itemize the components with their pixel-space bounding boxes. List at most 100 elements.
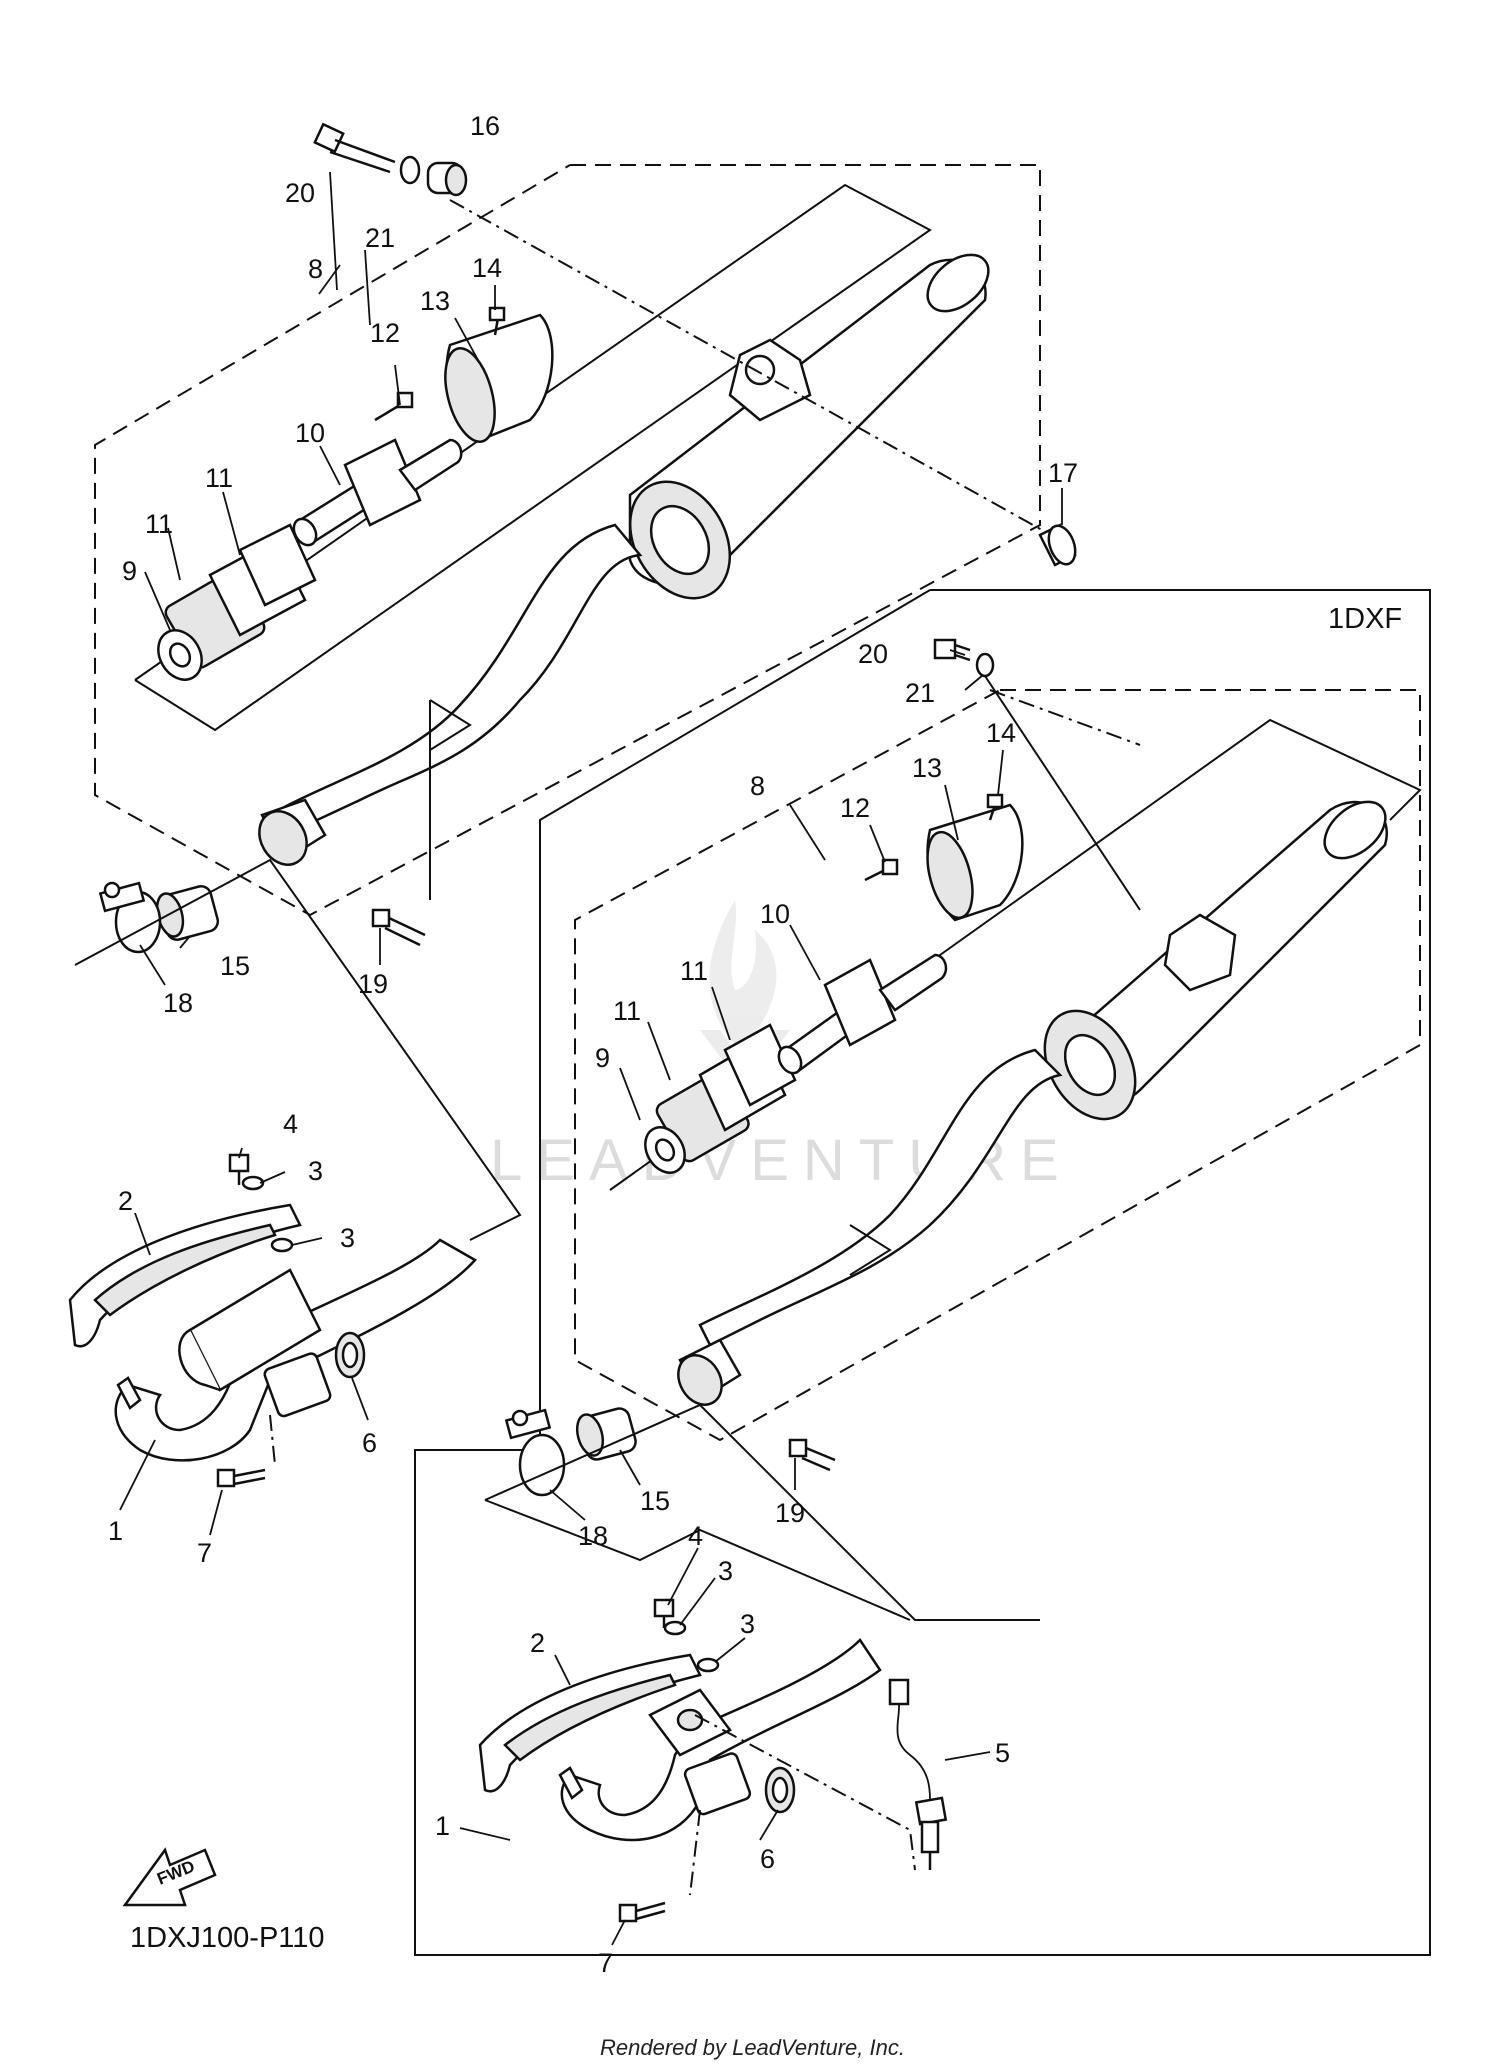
right-inner-pipe-10 [777, 953, 948, 1075]
right-gasket-6 [764, 1766, 796, 1814]
right-muffler-pipe [698, 1048, 1063, 1347]
left-callouts: 20 21 16 8 14 13 12 10 11 11 9 17 15 18 … [108, 111, 1078, 1568]
right-callout-12: 12 [840, 793, 870, 823]
left-callout-12: 12 [370, 318, 400, 348]
right-pipe-clamp-end [677, 1338, 742, 1406]
left-muffler [628, 253, 990, 600]
left-washer-21 [399, 155, 421, 185]
right-callout-3a: 3 [718, 1556, 733, 1586]
right-assembly-1dxf [414, 589, 1431, 1956]
right-heat-shield-2 [478, 1653, 702, 1793]
right-clamp-box [484, 1403, 1040, 1621]
right-o2-sensor-5 [888, 1678, 948, 1870]
left-callout-13: 13 [420, 286, 450, 316]
left-washer-3a [241, 1175, 265, 1191]
right-callout-1: 1 [435, 1811, 450, 1841]
left-callout-18: 18 [163, 988, 193, 1018]
right-clamp-18 [504, 1408, 566, 1497]
left-leaders [119, 171, 1063, 1536]
left-gasket-11b [238, 523, 317, 607]
left-callout-16: 16 [470, 111, 500, 141]
right-callout-15: 15 [640, 1486, 670, 1516]
right-screw-14 [986, 793, 1004, 821]
left-callout-4: 4 [283, 1109, 298, 1139]
right-gasket-15 [575, 1407, 637, 1461]
right-header-box [484, 1499, 911, 1621]
left-assembly [68, 122, 1077, 1488]
right-bolt-19 [788, 1438, 836, 1472]
left-callout-15: 15 [220, 951, 250, 981]
left-gasket-6 [334, 1331, 366, 1379]
right-callout-13: 13 [912, 753, 942, 783]
right-callout-19: 19 [775, 1498, 805, 1528]
right-header-centerline [689, 1809, 701, 1896]
right-callout-7: 7 [598, 1948, 613, 1978]
left-pipe-marker [429, 699, 472, 751]
left-callout-17: 17 [1048, 458, 1078, 488]
right-callout-11b: 11 [680, 956, 708, 986]
left-catalyst-body [178, 1268, 322, 1392]
right-pipe-marker [849, 1224, 892, 1276]
right-callout-6: 6 [760, 1844, 775, 1874]
left-inner-pipe-10 [292, 438, 463, 547]
left-callout-9: 9 [122, 556, 137, 586]
right-end-cap-13 [926, 803, 1024, 922]
right-bolt-7 [618, 1901, 666, 1923]
left-repack-subbox [134, 183, 932, 732]
right-o2-sensor-boss [648, 1688, 732, 1757]
left-muffler-group-outline [94, 164, 1041, 917]
left-callout-21: 21 [365, 223, 395, 253]
right-bolt-20 [933, 638, 971, 662]
left-clamp-18 [98, 881, 162, 954]
left-callout-6: 6 [362, 1428, 377, 1458]
right-callout-3b: 3 [740, 1609, 755, 1639]
left-screw-14 [488, 306, 506, 336]
variant-label: 1DXF [1328, 603, 1402, 635]
left-callout-1: 1 [108, 1516, 123, 1546]
left-callout-20: 20 [285, 178, 315, 208]
left-callout-14: 14 [472, 253, 502, 283]
fwd-arrow-icon: FWD [122, 1847, 217, 1907]
left-gasket-15 [155, 885, 220, 941]
left-muffler-pipe [268, 523, 643, 837]
left-screw-12 [374, 391, 414, 422]
left-callout-10: 10 [295, 418, 325, 448]
right-callout-11a: 11 [613, 996, 641, 1026]
left-end-cap-13 [444, 313, 554, 443]
right-callout-2: 2 [530, 1628, 545, 1658]
right-bolt-centerline [989, 689, 1141, 746]
left-pipe-clamp-end [258, 798, 327, 866]
right-screw-12 [864, 858, 899, 882]
right-washer-21 [975, 652, 995, 678]
diagram-code: 1DXJ100-P110 [130, 1922, 325, 1954]
left-washer-3b [270, 1237, 294, 1253]
right-sensor-centerline [694, 1714, 916, 1871]
left-bolt-7 [216, 1468, 266, 1488]
left-header-pipe-1 [114, 1238, 477, 1462]
right-callout-14: 14 [986, 718, 1016, 748]
right-callout-4: 4 [688, 1521, 703, 1551]
left-callout-11b: 11 [205, 463, 233, 493]
left-callout-2: 2 [118, 1186, 133, 1216]
left-bolt-19 [371, 908, 426, 947]
right-callout-8: 8 [750, 771, 765, 801]
left-collar-17 [1038, 523, 1077, 567]
right-washer-3b [696, 1657, 720, 1673]
right-callout-21: 21 [905, 678, 935, 708]
right-callout-9: 9 [595, 1043, 610, 1073]
right-bolt-leader [984, 675, 1141, 911]
right-muffler [1043, 800, 1388, 1121]
footer-credit: Rendered by LeadVenture, Inc. [600, 2035, 905, 2060]
right-callouts: 1DXF 20 21 8 14 13 12 10 11 11 9 15 18 1… [435, 603, 1402, 1978]
right-callout-18: 18 [578, 1521, 608, 1551]
right-header-pipe-1 [558, 1638, 882, 1842]
right-muffler-group-outline [574, 689, 1421, 1442]
left-callout-7: 7 [197, 1538, 212, 1568]
left-bolt-20 [313, 122, 396, 174]
right-callout-10: 10 [760, 899, 790, 929]
left-grommet-16 [426, 161, 468, 197]
right-gasket-11b [723, 1023, 797, 1107]
right-leaders [459, 649, 1004, 1946]
right-callout-5: 5 [995, 1738, 1010, 1768]
